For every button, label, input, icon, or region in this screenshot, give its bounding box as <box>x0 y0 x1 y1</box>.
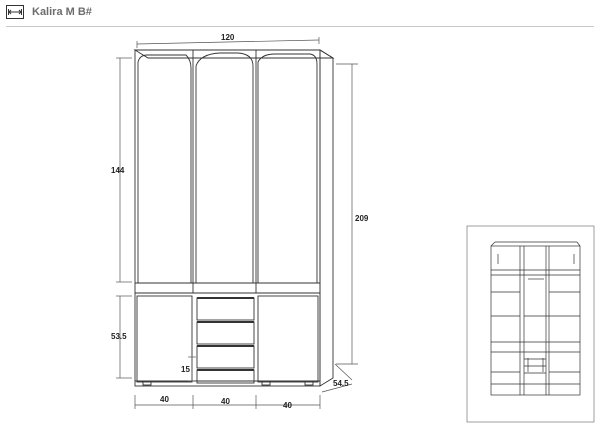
dim-height-upper: 144 <box>111 166 125 175</box>
wardrobe-body <box>134 49 321 387</box>
header: Kalira M B# <box>0 0 600 26</box>
header-divider <box>6 26 594 27</box>
lower-door-left <box>136 295 193 383</box>
inset-wardrobe <box>490 245 581 396</box>
dim-height-total: 209 <box>355 214 369 223</box>
product-title: Kalira M B# <box>32 6 92 18</box>
lower-door-right <box>257 295 319 383</box>
upper-door-right <box>257 53 318 283</box>
dim-height-lower: 53.5 <box>111 332 127 341</box>
drawer-1 <box>196 297 255 321</box>
wardrobe-front <box>133 49 335 387</box>
interior-inset <box>466 225 595 423</box>
wardrobe-side-panel <box>319 49 334 387</box>
upper-door-middle <box>195 52 254 283</box>
inset-frame <box>466 225 595 423</box>
drawer-3 <box>196 345 255 369</box>
dim-section-right: 40 <box>283 401 292 410</box>
dim-depth: 54.5 <box>333 379 349 388</box>
dimension-lines <box>116 37 358 409</box>
dim-width-total: 120 <box>221 33 235 42</box>
drawer-2 <box>196 321 255 345</box>
dim-section-middle: 40 <box>221 397 230 406</box>
dim-drawer-height: 15 <box>181 365 190 374</box>
dim-section-left: 40 <box>160 395 169 404</box>
upper-door-left <box>137 54 192 283</box>
width-arrows-icon <box>6 5 24 19</box>
